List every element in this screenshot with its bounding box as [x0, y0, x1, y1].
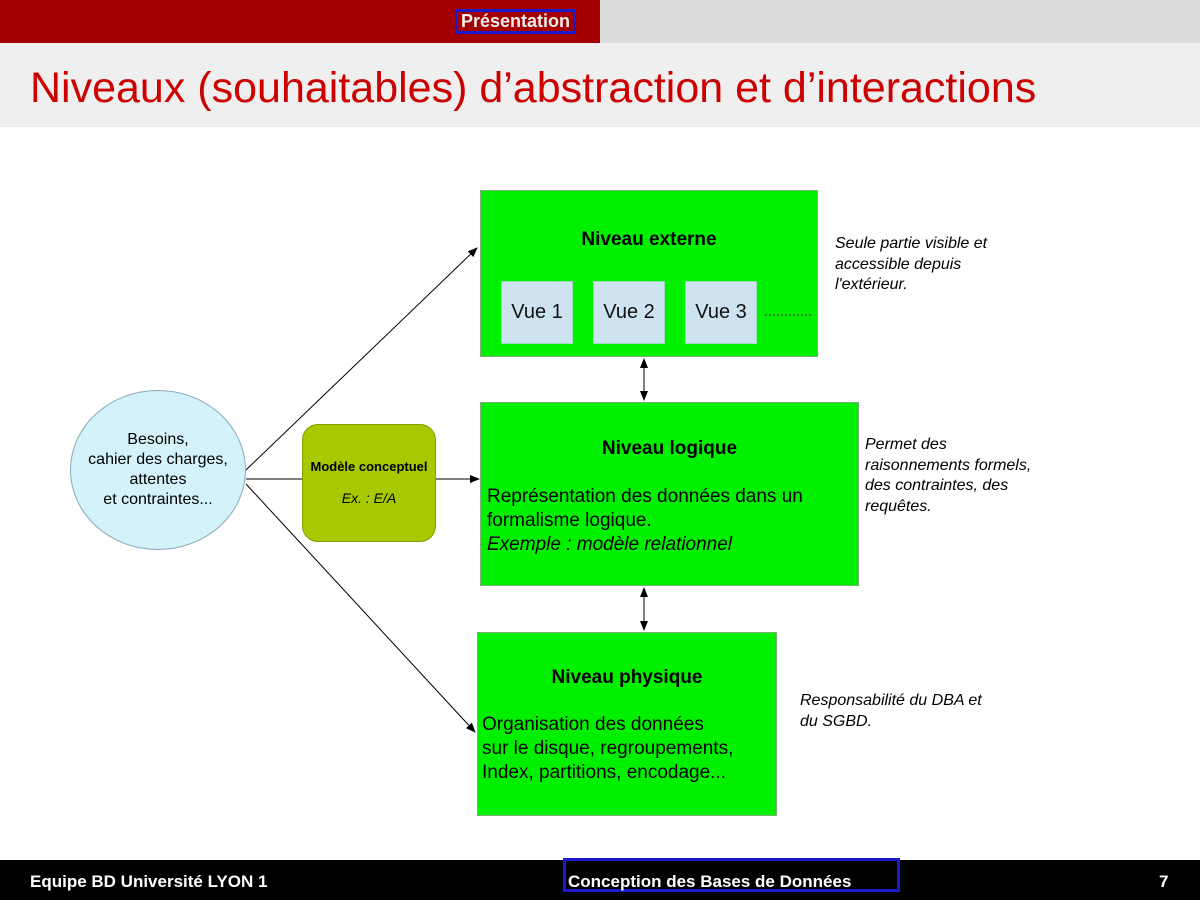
page-number: 7: [1159, 872, 1169, 891]
text-line: Organisation des données: [482, 714, 704, 735]
text-line: Permet des: [865, 436, 947, 453]
text-line: Responsabilité du DBA et: [800, 692, 982, 709]
view-box: Vue 2: [593, 281, 665, 344]
text-line: sur le disque, regroupements,: [482, 738, 734, 759]
slide-title: Niveaux (souhaitables) d’abstraction et …: [30, 64, 1037, 112]
header-bar-right: [600, 0, 1200, 43]
text-line: raisonnements formels,: [865, 456, 1032, 474]
footer-author: Equipe BD Université LYON 1: [30, 872, 268, 891]
requirements-circle: Besoins, cahier des charges, attentes et…: [70, 390, 246, 550]
conceptual-model-box: Modèle conceptuel Ex. : E/A: [302, 424, 436, 542]
text-line: requêtes.: [865, 497, 932, 515]
logical-level-box: Niveau logique Représentation des donnée…: [480, 402, 859, 586]
arrow-to-physical: [245, 483, 476, 733]
external-level-box: Niveau externe Vue 1 Vue 2 Vue 3: [480, 190, 818, 357]
physical-note: Responsabilité du DBA et du SGBD.: [800, 691, 982, 732]
text-line: Besoins,: [127, 431, 189, 448]
arrow-to-external: [245, 247, 478, 471]
logical-note: Permet des raisonnements formels, des co…: [865, 435, 1031, 517]
title-band: [0, 43, 1200, 127]
view-box: Vue 1: [501, 281, 573, 344]
footer-title-link[interactable]: Conception des Bases de Données: [563, 858, 900, 892]
text-line: l'extérieur.: [835, 276, 908, 293]
text-line: Représentation des données dans un: [487, 486, 803, 507]
physical-title: Niveau physique: [551, 667, 703, 688]
header-bar: [0, 0, 600, 43]
text-line: cahier des charges,: [88, 451, 228, 468]
footer: Equipe BD Université LYON 1 Conception d…: [0, 858, 1200, 900]
text-line: et contraintes...: [103, 491, 213, 508]
logical-title: Niveau logique: [601, 438, 738, 459]
concept-example: Ex. : E/A: [341, 490, 397, 506]
external-title: Niveau externe: [581, 229, 717, 250]
text-line: attentes: [129, 471, 187, 488]
physical-level-box: Niveau physique Organisation des données…: [477, 632, 777, 816]
logical-example: Exemple : modèle relationnel: [487, 534, 733, 555]
text-line: Index, partitions, encodage...: [482, 762, 726, 783]
text-line: des contraintes, des: [865, 477, 1009, 494]
text-line: du SGBD.: [800, 712, 873, 730]
text-line: formalisme logique.: [487, 510, 652, 531]
text-line: accessible depuis: [835, 255, 962, 273]
view-box: Vue 3: [685, 281, 757, 344]
text-line: Seule partie visible et: [835, 235, 988, 252]
more-views-dots: [765, 314, 811, 316]
external-note: Seule partie visible et accessible depui…: [835, 234, 987, 296]
concept-title: Modèle conceptuel: [310, 459, 428, 474]
section-link[interactable]: Présentation: [455, 9, 577, 34]
